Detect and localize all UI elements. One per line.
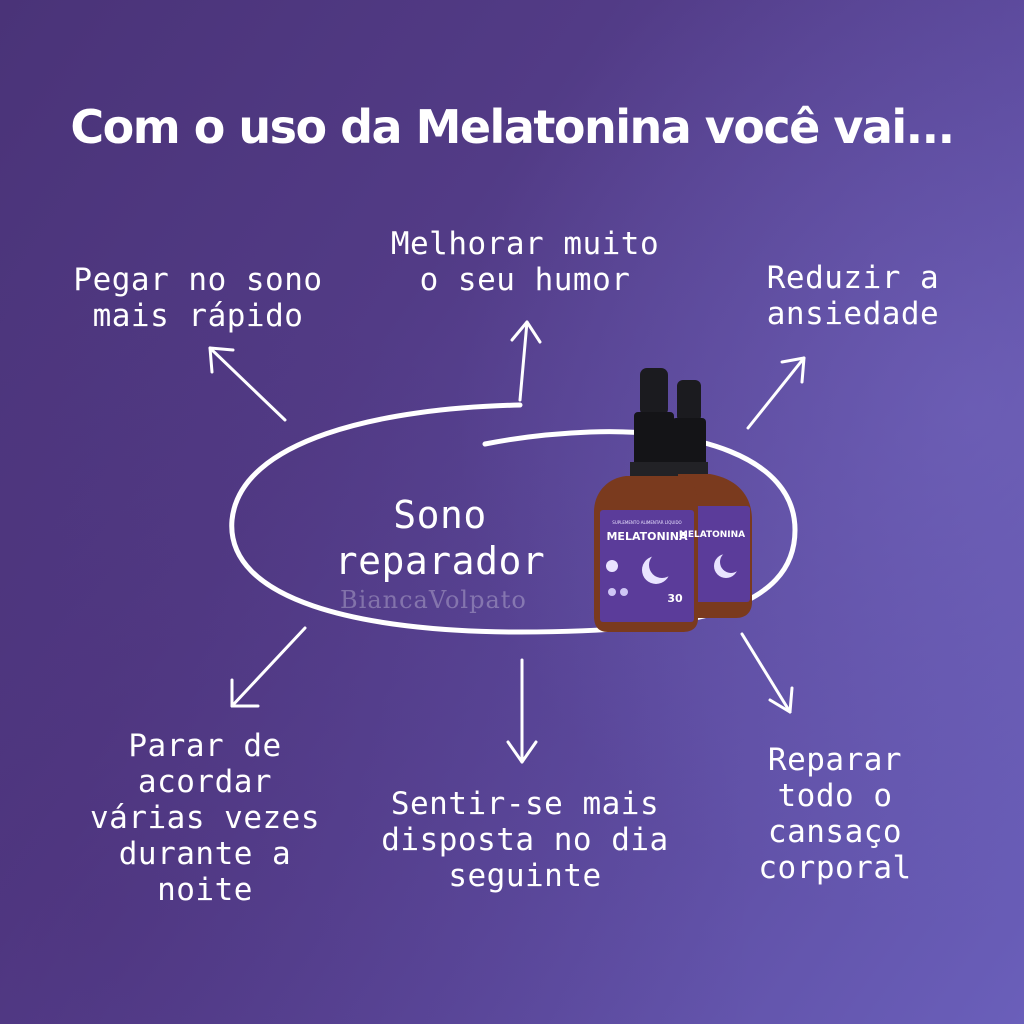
bottle-front-name: MELATONINA (606, 530, 688, 543)
benefit-bottom-right: Reparar todo o cansaço corporal (758, 742, 912, 886)
benefit-top-center: Melhorar muito o seu humor (390, 226, 660, 298)
center-text-sono-reparador: Sono reparador (334, 493, 546, 583)
arrow-top-center (510, 320, 542, 402)
arrow-bottom-left (230, 626, 307, 708)
bottle-front-volume: 30 (667, 592, 683, 605)
arrow-bottom-right (740, 632, 794, 714)
benefit-top-left: Pegar no sono mais rápido (73, 262, 323, 334)
bottle-front (594, 368, 698, 632)
arrow-bottom-center (506, 658, 538, 764)
watermark: BiancaVolpato (340, 586, 527, 614)
product-bottles (594, 368, 752, 632)
benefit-bottom-center: Sentir-se mais disposta no dia seguinte (381, 786, 669, 894)
benefit-top-right: Reduzir a ansiedade (766, 260, 940, 332)
arrow-top-left (208, 346, 287, 422)
bottle-front-brand: SUPLEMENTO ALIMENTAR LÍQUIDO (612, 520, 682, 525)
arrow-top-right (746, 356, 806, 430)
page-title: Com o uso da Melatonina você vai... (70, 100, 955, 154)
benefit-bottom-left: Parar de acordar várias vezes durante a … (90, 728, 320, 908)
bottle-back-name: MELATONINA (678, 530, 746, 540)
